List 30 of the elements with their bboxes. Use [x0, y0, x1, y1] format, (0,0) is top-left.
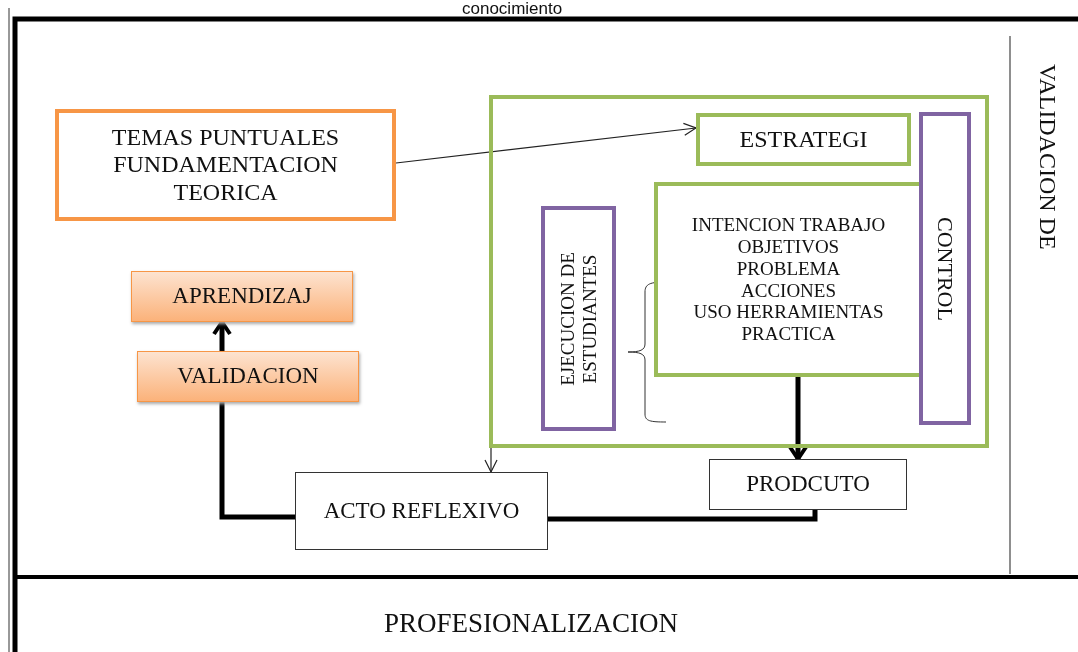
node-label: TEMAS PUNTUALES FUNDAMENTACION TEORICA	[110, 123, 341, 207]
node-label: OBJETIVOS	[736, 235, 841, 258]
process-box	[137, 351, 359, 402]
process-box	[696, 113, 911, 166]
process-box	[541, 206, 616, 431]
topic-box	[55, 109, 396, 221]
process-box	[709, 459, 907, 510]
node-label: APRENDIZAJ	[172, 283, 312, 310]
node-label: ACTO REFLEXIVO	[323, 497, 520, 525]
node-label: USO HERRAMIENTAS	[692, 301, 885, 324]
node-label: PRACTICA	[740, 323, 837, 346]
content-box	[654, 182, 919, 377]
node-label: EJECUCION DE ESTUDIANTES	[556, 250, 601, 388]
arrow	[395, 122, 697, 164]
group-box	[489, 95, 989, 448]
node-label: VALIDACION	[177, 363, 319, 390]
heading-text: conocimiento	[462, 0, 563, 17]
node-label: ACCIONES	[740, 279, 837, 302]
node-label: INTENCION TRABAJO	[690, 213, 887, 236]
side-label: VALIDACION DE	[1036, 64, 1060, 250]
node-label: ESTRATEGI	[739, 125, 868, 154]
node-label: CONTROL	[932, 215, 958, 323]
process-box	[919, 112, 971, 425]
band-label: PROFESIONALIZACION	[384, 610, 678, 637]
arrow	[788, 377, 808, 461]
node-label: PRODCUTO	[746, 471, 870, 498]
node-label: PROBLEMA	[735, 257, 842, 280]
process-box	[295, 472, 548, 550]
arrow	[212, 320, 232, 351]
process-box	[131, 271, 353, 322]
